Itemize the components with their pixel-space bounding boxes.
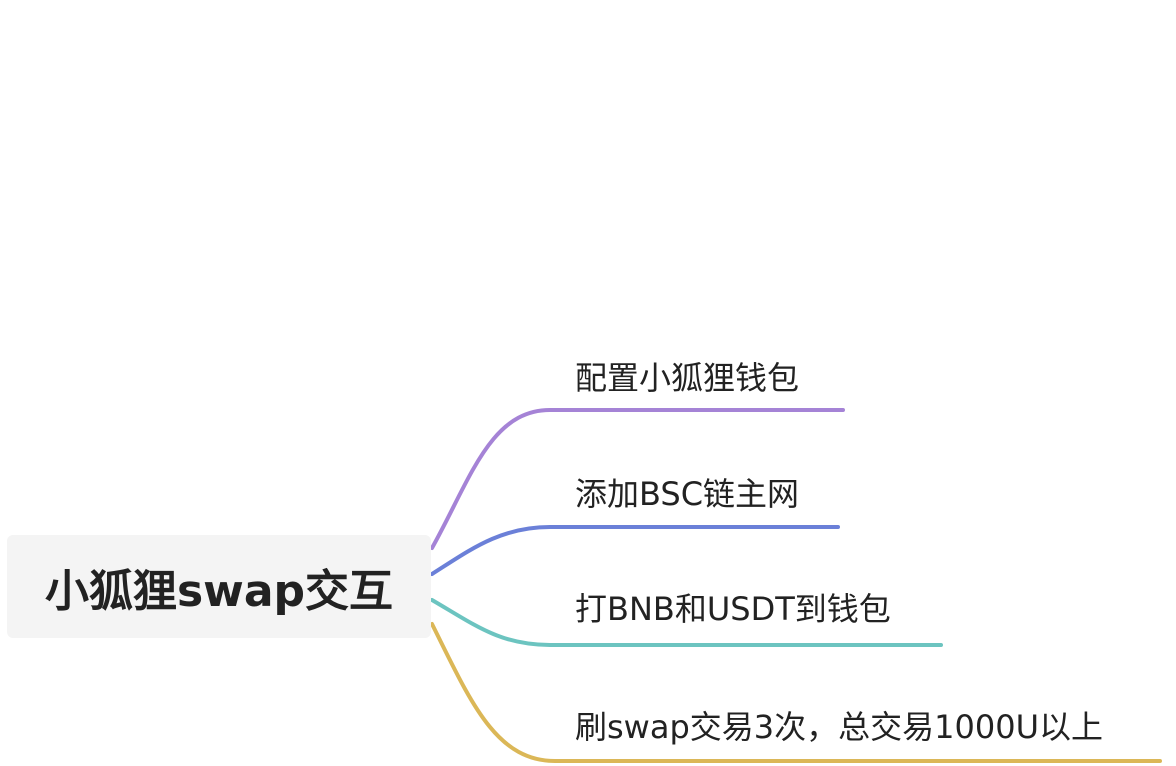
- root-topic-label: 小狐狸swap交互: [44, 565, 394, 617]
- branch-connector-0: [430, 408, 845, 550]
- branch-connector-3: [430, 622, 1162, 763]
- branch-topic-swap-trades[interactable]: 刷swap交易3次，总交易1000U以上: [575, 708, 1103, 746]
- branch-topic-transfer-funds[interactable]: 打BNB和USDT到钱包: [575, 590, 891, 628]
- branch-topic-config-wallet[interactable]: 配置小狐狸钱包: [575, 359, 800, 397]
- branch-connector-2: [430, 598, 943, 647]
- root-topic[interactable]: 小狐狸swap交互: [7, 535, 431, 638]
- branch-topic-add-bsc[interactable]: 添加BSC链主网: [575, 475, 800, 513]
- branch-connector-1: [430, 525, 840, 576]
